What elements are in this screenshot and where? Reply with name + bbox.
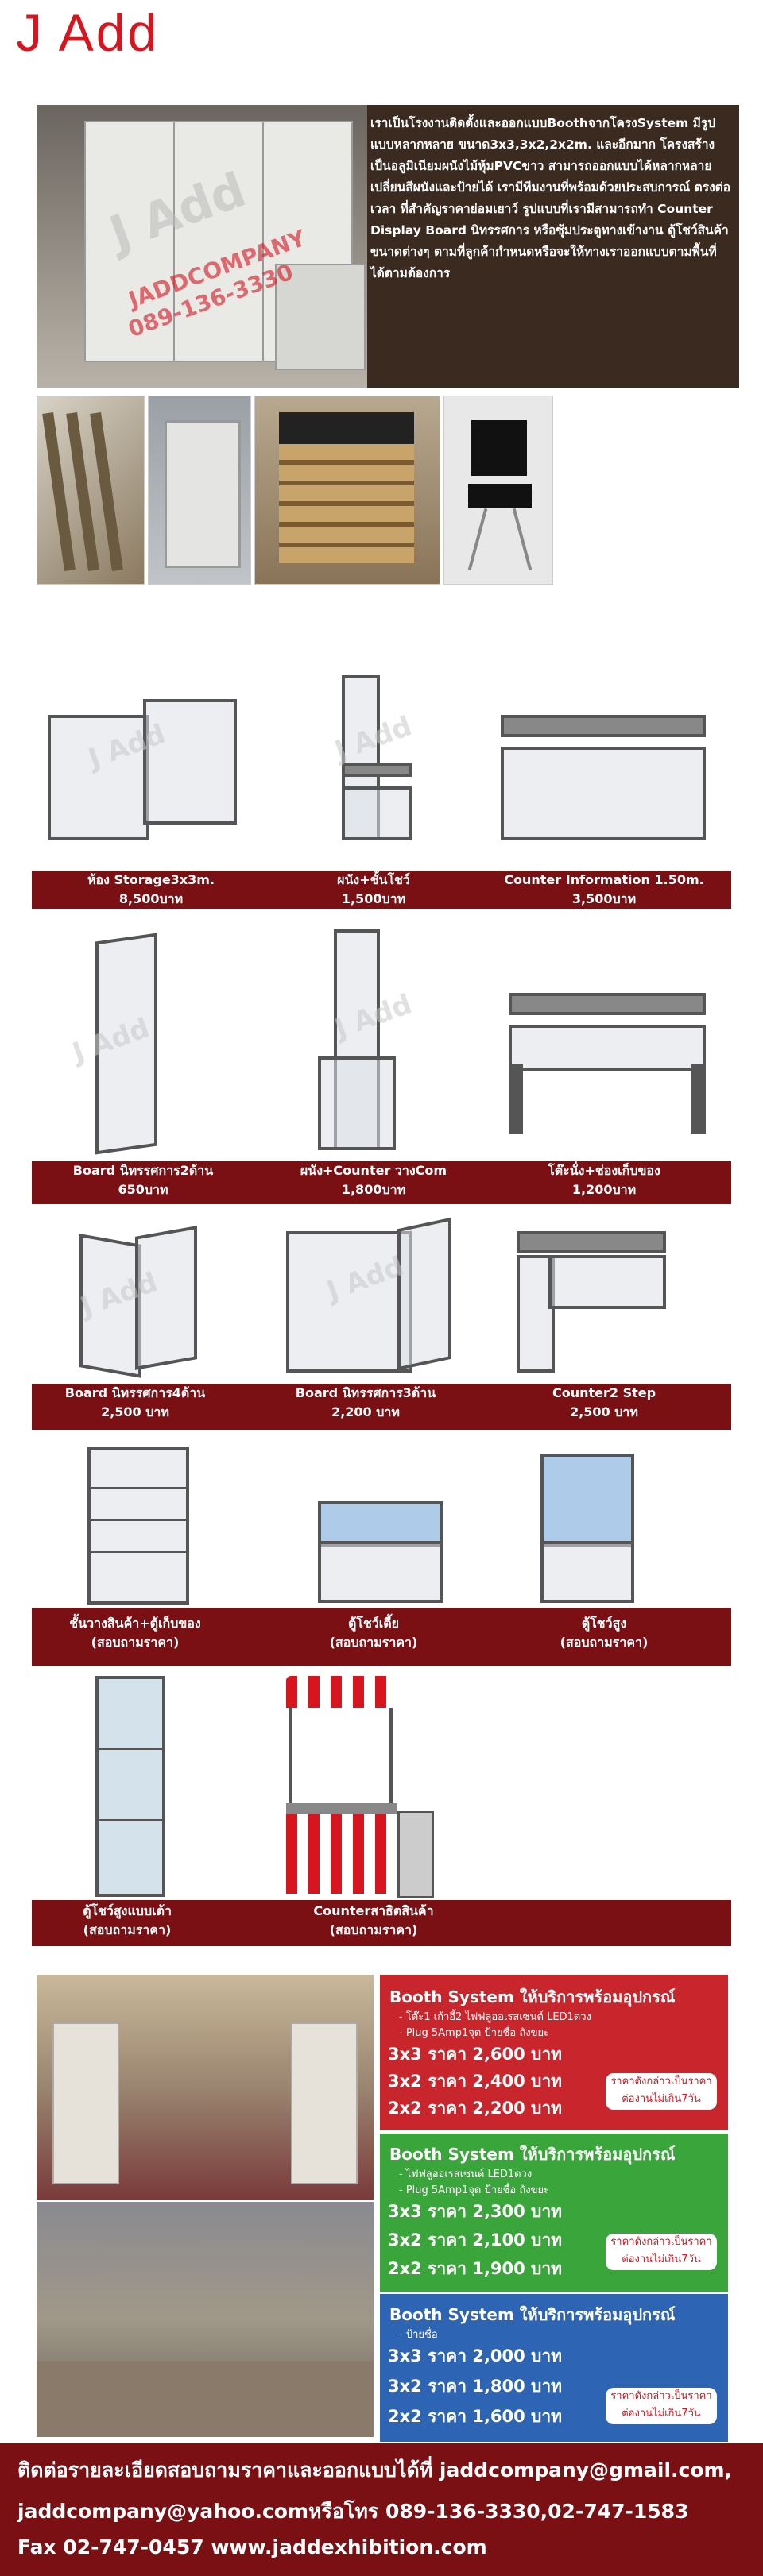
panel-title: Booth System ให้บริการพร้อมอุปกรณ์ — [389, 1987, 676, 2006]
booth-photo-1 — [37, 1975, 374, 2200]
product-label: ชั้นวางสินค้า+ตู้เก็บของ(สอบถามราคา) — [69, 1616, 201, 1650]
panel-price: 3x2 ราคา 2,100 บาท — [388, 2230, 563, 2250]
panel-price: 3x3 ราคา 2,600 บาท — [388, 2045, 563, 2064]
product-label: ตู้โชว์สูง(สอบถามราคา) — [560, 1616, 649, 1650]
product-image-tall-cabinet — [48, 1668, 223, 1898]
hero-banner: J Add JADDCOMPANY 089-136-3330 เราเป็นโร… — [37, 105, 739, 388]
logo: J Add — [16, 3, 160, 62]
product-label: Counter Information 1.50m.3,500บาท — [504, 872, 704, 906]
panel-price: 2x2 ราคา 2,200 บาท — [388, 2099, 563, 2118]
booth-panel-1: Booth System ให้บริการพร้อมอุปกรณ์ - โต๊… — [380, 1975, 728, 2130]
thumb-chair-photo — [443, 396, 553, 585]
product-image-storage: J Add — [32, 683, 254, 866]
product-image-tall-showcase — [509, 1446, 684, 1605]
product-image-shelf-storage — [48, 1439, 223, 1606]
panel-title: Booth System ให้บริการพร้อมอุปกรณ์ — [389, 2145, 676, 2164]
product-image-low-showcase — [286, 1493, 461, 1605]
product-image-demo-counter — [270, 1676, 445, 1898]
booth-panel-2: Booth System ให้บริการพร้อมอุปกรณ์ - ไฟฟ… — [380, 2134, 728, 2292]
product-image-board-4side: J Add — [48, 1223, 238, 1382]
panel-note: ราคาดังกล่าวเป็นราคาต่องานไม่เกิน7วัน — [606, 2234, 717, 2270]
panel-bullet: - Plug 5Amp1จุด ป้ายชื่อ ถังขยะ — [399, 2027, 550, 2039]
panel-bullet: - ไฟฟลูออเรสเซนต์ LED1ดวง — [399, 2169, 533, 2180]
product-image-wall-counter: J Add — [286, 929, 477, 1160]
label-bar-row1: ห้อง Storage3x3m.8,500บาท ผนัง+ชั้นโชว์1… — [32, 871, 731, 909]
product-image-wall-shelf: J Add — [286, 667, 477, 866]
product-label: ตู้โชว์เตี้ย(สอบถามราคา) — [329, 1616, 418, 1650]
product-label: ตู้โชว์สูงแบบเต้า(สอบถามราคา) — [83, 1903, 172, 1937]
booth-panel-3: Booth System ให้บริการพร้อมอุปกรณ์ - ป้า… — [380, 2294, 728, 2442]
panel-note: ราคาดังกล่าวเป็นราคาต่องานไม่เกิน7วัน — [606, 2073, 717, 2110]
thumb-panels-photo — [37, 396, 145, 585]
contact-line-fax-web: Fax 02-747-0457 www.jaddexhibition.com — [17, 2535, 487, 2559]
product-label: ห้อง Storage3x3m.8,500บาท — [87, 872, 215, 906]
contact-line-phone: jaddcompany@yahoo.comหรือโทร 089-136-333… — [17, 2500, 689, 2523]
panel-price: 2x2 ราคา 1,600 บาท — [388, 2407, 563, 2426]
product-image-board-3side: J Add — [278, 1215, 469, 1382]
hero-booth-photo: J Add JADDCOMPANY 089-136-3330 — [37, 105, 367, 388]
panel-title: Booth System ให้บริการพร้อมอุปกรณ์ — [389, 2305, 676, 2324]
label-bar-row5: ตู้โชว์สูงแบบเต้า(สอบถามราคา) Counterสาธ… — [32, 1900, 731, 1946]
label-bar-row4: ชั้นวางสินค้า+ตู้เก็บของ(สอบถามราคา) ตู้… — [32, 1608, 731, 1666]
panel-note: ราคาดังกล่าวเป็นราคาต่องานไม่เกิน7วัน — [606, 2388, 717, 2424]
panel-price: 3x2 ราคา 1,800 บาท — [388, 2377, 563, 2396]
contact-line-email: ติดต่อรายละเอียดสอบถามราคาและออกแบบได้ที… — [17, 2458, 733, 2481]
product-image-counter-2step — [509, 1223, 699, 1382]
panel-price: 3x3 ราคา 2,000 บาท — [388, 2346, 563, 2366]
panel-bullet: - Plug 5Amp1จุด ป้ายชื่อ ถังขยะ — [399, 2184, 550, 2196]
contact-footer: ติดต่อรายละเอียดสอบถามราคาและออกแบบได้ที… — [0, 2443, 763, 2576]
thumb-wall-photo — [148, 396, 251, 585]
product-label: ผนัง+ชั้นโชว์1,500บาท — [337, 872, 410, 906]
product-image-counter-info — [477, 691, 723, 866]
booth-photo-2 — [37, 2202, 374, 2437]
panel-price: 2x2 ราคา 1,900 บาท — [388, 2259, 563, 2278]
product-image-board-2side: J Add — [48, 929, 238, 1160]
product-label: Counterสาธิตสินค้า(สอบถามราคา) — [313, 1903, 434, 1937]
panel-bullet: - โต๊ะ1 เก้าอี้2 ไฟฟลูออเรสเซนต์ LED1ดวง — [399, 2011, 591, 2023]
hero-description: เราเป็นโรงงานติดตั้งและออกแบบBoothจากโคร… — [370, 116, 731, 280]
product-image-desk — [493, 985, 715, 1160]
panel-bullet: - ป้ายชื่อ — [399, 2329, 438, 2341]
panel-price: 3x3 ราคา 2,300 บาท — [388, 2202, 563, 2221]
panel-price: 3x2 ราคา 2,400 บาท — [388, 2072, 563, 2091]
thumb-crates-photo — [254, 396, 440, 585]
